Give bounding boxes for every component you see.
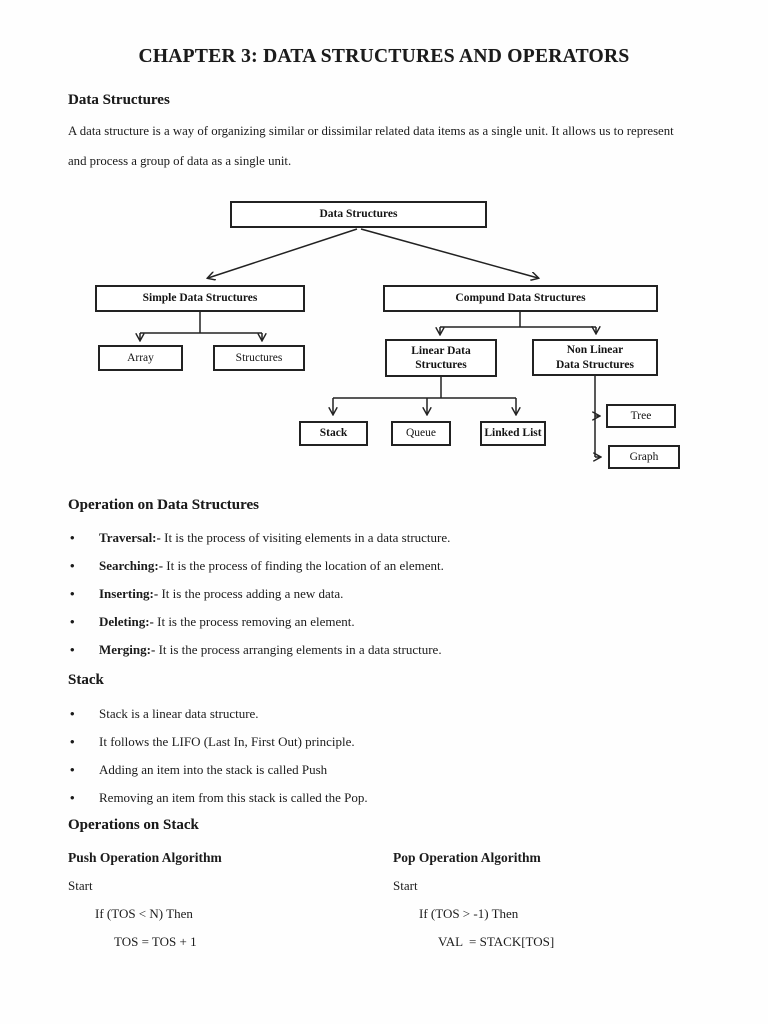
heading-data-structures: Data Structures xyxy=(68,92,170,108)
operation-term: Inserting:- xyxy=(99,586,159,601)
stack-item-text: It follows the LIFO (Last In, First Out)… xyxy=(99,734,355,749)
operation-item-traversal: • Traversal:- It is the process of visiti… xyxy=(70,530,450,546)
intro-paragraph-line-1: A data structure is a way of organizing … xyxy=(68,124,674,138)
heading-operations-on-stack: Operations on Stack xyxy=(68,817,199,833)
bullet-icon: • xyxy=(70,762,75,777)
stack-item-text: Removing an item from this stack is call… xyxy=(99,790,368,805)
bullet-icon: • xyxy=(70,558,75,573)
diagram-box-simple-data-structures: Simple Data Structures xyxy=(95,285,305,312)
operation-desc: It is the process of finding the locatio… xyxy=(163,558,444,573)
diagram-box-tree: Tree xyxy=(606,404,676,428)
intro-paragraph-line-2: and process a group of data as a single … xyxy=(68,154,292,168)
pop-line-if: If (TOS > -1) Then xyxy=(419,906,519,921)
linear-line-1: Linear Data xyxy=(411,344,471,357)
stack-item-3: • Adding an item into the stack is called… xyxy=(70,762,327,778)
stack-item-text: Stack is a linear data structure. xyxy=(99,706,259,721)
operation-desc: It is the process removing an element. xyxy=(153,614,355,629)
operation-desc: It is the process adding a new data. xyxy=(158,586,344,601)
operation-item-merging: • Merging:- It is the process arranging e… xyxy=(70,642,442,658)
bullet-icon: • xyxy=(70,614,75,629)
heading-operation-on-data-structures: Operation on Data Structures xyxy=(68,497,259,513)
bullet-icon: • xyxy=(70,642,75,657)
pop-algorithm-heading: Pop Operation Algorithm xyxy=(393,850,541,865)
linear-line-2: Structures xyxy=(415,359,467,371)
stack-item-text: Adding an item into the stack is called … xyxy=(99,762,328,777)
diagram-label-tree: Tree xyxy=(630,409,652,422)
diagram-box-queue: Queue xyxy=(391,421,451,446)
diagram-label-simple-data-structures: Simple Data Structures xyxy=(142,292,258,305)
operation-term: Traversal:- xyxy=(99,530,161,545)
diagram-box-compound-data-structures: Compund Data Structures xyxy=(383,285,658,312)
bullet-icon: • xyxy=(70,734,75,749)
stack-item-2: • It follows the LIFO (Last In, First Out… xyxy=(70,734,355,750)
diagram-label-data-structures: Data Structures xyxy=(319,208,398,221)
diagram-box-graph: Graph xyxy=(608,445,680,469)
diagram-label-compound-data-structures: Compund Data Structures xyxy=(455,292,586,305)
diagram-label-queue: Queue xyxy=(405,427,436,440)
heading-stack: Stack xyxy=(68,672,104,688)
diagram-label-linked-list: Linked List xyxy=(484,427,542,440)
operation-desc: It is the process arranging elements in … xyxy=(155,642,442,657)
bullet-icon: • xyxy=(70,790,75,805)
diagram-label-stack: Stack xyxy=(319,427,348,440)
operation-item-searching: • Searching:- It is the process of findin… xyxy=(70,558,444,574)
stack-item-4: • Removing an item from this stack is cal… xyxy=(70,790,368,806)
push-algorithm-heading: Push Operation Algorithm xyxy=(68,850,222,865)
diagram-box-stack: Stack xyxy=(299,421,368,446)
bullet-icon: • xyxy=(70,530,75,545)
diagram-box-array: Array xyxy=(98,345,183,371)
bullet-icon: • xyxy=(70,706,75,721)
nonlinear-line-2: Data Structures xyxy=(555,358,635,371)
chapter-title: CHAPTER 3: DATA STRUCTURES AND OPERATORS xyxy=(138,46,630,67)
operation-item-inserting: • Inserting:- It is the process adding a … xyxy=(70,586,343,602)
diagram-label-graph: Graph xyxy=(629,450,659,463)
operation-term: Merging:- xyxy=(99,642,156,657)
pop-line-assign: VAL = STACK[TOS] xyxy=(438,934,555,949)
diagram-box-structures: Structures xyxy=(213,345,305,371)
push-line-start: Start xyxy=(68,878,93,893)
push-line-assign: TOS = TOS + 1 xyxy=(114,934,197,949)
operation-term: Searching:- xyxy=(99,558,164,573)
pop-line-start: Start xyxy=(393,878,418,893)
nonlinear-line-1: Non Linear xyxy=(566,344,624,357)
operation-desc: It is the process of visiting elements i… xyxy=(160,530,451,545)
operation-term: Deleting:- xyxy=(99,614,154,629)
stack-item-1: • Stack is a linear data structure. xyxy=(70,706,259,722)
diagram-label-array: Array xyxy=(127,351,154,364)
diagram-box-linked-list: Linked List xyxy=(480,421,546,446)
bullet-icon: • xyxy=(70,586,75,601)
diagram-box-data-structures: Data Structures xyxy=(230,201,487,228)
diagram-label-structures: Structures xyxy=(235,351,283,364)
push-line-if: If (TOS < N) Then xyxy=(95,906,193,921)
operation-item-deleting: • Deleting:- It is the process removing a… xyxy=(70,614,355,630)
